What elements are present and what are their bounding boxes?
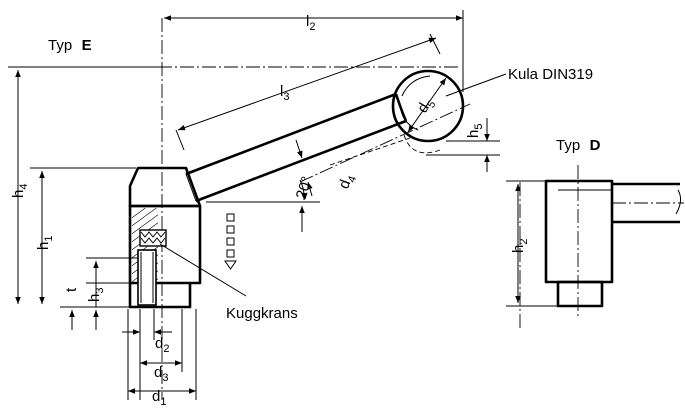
dim-h5-label: h5 (465, 124, 485, 138)
dim-d3-label: d3 (154, 364, 168, 384)
handle-body-type-d (544, 179, 684, 308)
arrow-down-icon (224, 213, 237, 270)
gear-ring-teeth (139, 229, 167, 247)
handle-body-type-e (128, 166, 202, 309)
ball-leader: Kula DIN319 (445, 66, 593, 97)
dim-h1-label: h1 (35, 236, 55, 250)
dim-h5: h5 (426, 118, 500, 172)
lever-arm (185, 69, 465, 203)
angle-20: 20° (206, 174, 320, 232)
dim-l3: l3 (175, 33, 441, 151)
dim-t: t (63, 257, 138, 292)
dim-d1: d1 (127, 309, 197, 408)
dim-h2-label: h2 (510, 239, 530, 253)
gear-leader: Kuggkrans (159, 243, 298, 322)
type-e-label: Typ E (48, 37, 92, 54)
type-d-label: Typ D (556, 137, 601, 154)
dim-h4-label: h4 (10, 184, 30, 198)
dim-l3-label: l3 (280, 83, 289, 103)
dim-h4: h4 (8, 66, 158, 304)
dim-d4-label: d4 (335, 172, 359, 192)
dim-l2: l2 (164, 10, 464, 92)
ball-label: Kula DIN319 (508, 66, 593, 83)
dim-h3: h3 (60, 282, 130, 330)
dim-l2-label: l2 (306, 13, 315, 33)
dim-d4: d4 (295, 139, 359, 197)
dim-t-label: t (63, 287, 80, 292)
gear-label: Kuggkrans (226, 305, 298, 322)
dim-d2: d2 (122, 309, 172, 400)
dim-d3: d3 (140, 309, 183, 384)
dim-d1-label: d1 (152, 388, 166, 408)
dim-h1: h1 (30, 167, 136, 304)
dim-h2: h2 (506, 180, 558, 307)
dim-h3-label: h3 (86, 288, 106, 302)
dim-d2-label: d2 (155, 335, 169, 355)
dim-d5-label: d5 (414, 95, 439, 118)
angle-label: 20° (293, 174, 316, 201)
